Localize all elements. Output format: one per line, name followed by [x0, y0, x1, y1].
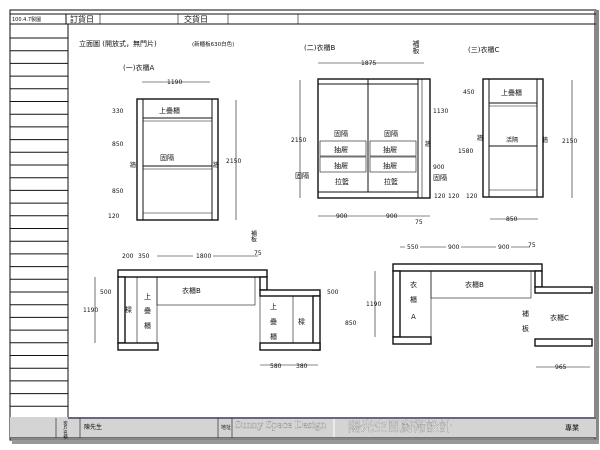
dim: 450: [463, 89, 475, 96]
client-label: 客戶名稱: [63, 420, 68, 441]
label: 櫃: [144, 321, 151, 330]
brand-en: Sunny Space Design: [235, 419, 327, 431]
label: 上: [144, 292, 151, 301]
dim: 850: [345, 320, 357, 327]
label: 固隔: [433, 173, 447, 182]
dim: 120: [108, 213, 120, 220]
plan-view-2: 550 900 900 75 衣 櫃 A 衣櫃B 補 板 衣櫃C 1190 96…: [366, 242, 593, 371]
label: 牆: [130, 161, 136, 169]
label: 上疊櫃: [159, 106, 180, 115]
cabinet-b-elevation: (二)衣櫃B 補板 1875 固隔 固隔 抽屜 抽屜 抽屜 抽屜 拉籃 拉籃 2…: [291, 39, 460, 226]
label: 拉籃: [335, 177, 349, 186]
dim: 1875: [361, 60, 376, 67]
brand-zh: 陽光空間廚衛設計: [348, 419, 452, 435]
drawer-label: 抽屜: [334, 145, 348, 154]
drawing-note: (新櫃板630白色): [192, 40, 234, 48]
label: 補: [522, 309, 529, 318]
dim: 1190: [83, 307, 98, 314]
dim: 900: [448, 244, 460, 251]
dim: 850: [112, 188, 124, 195]
label: 衣: [410, 280, 417, 289]
label: 櫃: [410, 295, 417, 304]
label: 固隔: [295, 171, 309, 180]
dim: 900: [386, 213, 398, 220]
dim: 75: [528, 242, 536, 249]
label: 拉籃: [384, 177, 398, 186]
dim: 75: [254, 250, 262, 257]
label: 櫃: [270, 332, 277, 341]
client-name: 陳先生: [84, 423, 102, 431]
drawing-title: 立面圖 (開放式，無門片): [79, 39, 157, 48]
dim: 330: [112, 108, 124, 115]
dim: 2150: [291, 137, 306, 144]
dim: 900: [498, 244, 510, 251]
address-label: 地址: [221, 424, 231, 431]
bottom-shadow: [12, 440, 599, 444]
label: 上疊櫃: [501, 88, 522, 97]
label: 樑: [298, 317, 305, 326]
dim: 500: [327, 289, 339, 296]
dim: 500: [100, 289, 112, 296]
dim: 900: [336, 213, 348, 220]
dim: 2150: [562, 138, 577, 145]
dim: 1130: [433, 108, 448, 115]
label: 固隔: [384, 129, 398, 138]
left-column-rows: [10, 37, 68, 407]
drawer-label: 抽屜: [383, 161, 397, 170]
dim: 120: [466, 193, 478, 200]
dim: 380: [296, 363, 308, 370]
label: 牆: [477, 134, 483, 142]
dim: 580: [270, 363, 282, 370]
footer-bar: 客戶名稱 陳先生 地址 Sunny Space Design 陽光空間廚衛設計 …: [10, 417, 596, 440]
dim: 350: [138, 253, 150, 260]
dim: 850: [506, 216, 518, 223]
label: 補板: [412, 39, 420, 55]
label: 衣櫃B: [182, 286, 201, 295]
label: 衣櫃C: [550, 313, 569, 322]
dim: 550: [407, 244, 419, 251]
label: 牆: [542, 136, 548, 144]
drawer-label: 抽屜: [383, 145, 397, 154]
label: 牆: [213, 161, 219, 169]
plan-view-1: 補板 75 200 350 1800 樑 上 疊 櫃 衣櫃B 上 疊 櫃 樑 5…: [83, 229, 357, 370]
label: 補板: [250, 229, 257, 243]
cabinet-b-title: (二)衣櫃B: [304, 43, 335, 52]
cabinet-a-elevation: (一)衣櫃A 1190 上疊櫃 固隔 牆 牆 330 850 850 120 2…: [108, 63, 241, 221]
label: 固隔: [160, 153, 174, 162]
label: 牆: [425, 140, 431, 148]
right-border: [594, 10, 599, 442]
label: A: [411, 313, 416, 321]
label: 疊: [270, 318, 277, 326]
footer-tail: 專業: [565, 423, 579, 432]
label: 固隔: [334, 129, 348, 138]
dim: 1580: [458, 148, 473, 155]
label: 衣櫃B: [465, 280, 484, 289]
dim: 120: [448, 193, 460, 200]
order-date-label: 訂貨日: [70, 14, 94, 24]
dim: 900: [433, 164, 445, 171]
drawer-label: 抽屜: [334, 161, 348, 170]
dim: 120: [434, 193, 446, 200]
label: 板: [522, 324, 529, 333]
dim: 850: [112, 141, 124, 148]
sheet-frame: [9, 9, 597, 441]
dim: 1190: [167, 79, 182, 86]
dim: 75: [415, 219, 423, 226]
label: 上: [270, 302, 277, 311]
cabinet-c-title: (三)衣櫃C: [468, 45, 499, 54]
delivery-date-label: 交貨日: [184, 14, 208, 24]
dim: 965: [555, 364, 567, 371]
dim: 2150: [226, 158, 241, 165]
dim: 200: [122, 253, 134, 260]
drawn-date: 100.4.7製圖: [12, 16, 41, 23]
label: 活隔: [506, 136, 518, 144]
dim: 1190: [366, 301, 381, 308]
cabinet-a-title: (一)衣櫃A: [123, 63, 154, 72]
cabinet-c-elevation: (三)衣櫃C 上疊櫃 活隔 牆 牆 450 1580 120 2150 850: [458, 45, 577, 223]
dim: 1800: [196, 253, 211, 260]
label: 疊: [144, 307, 151, 315]
label: 樑: [125, 305, 132, 314]
